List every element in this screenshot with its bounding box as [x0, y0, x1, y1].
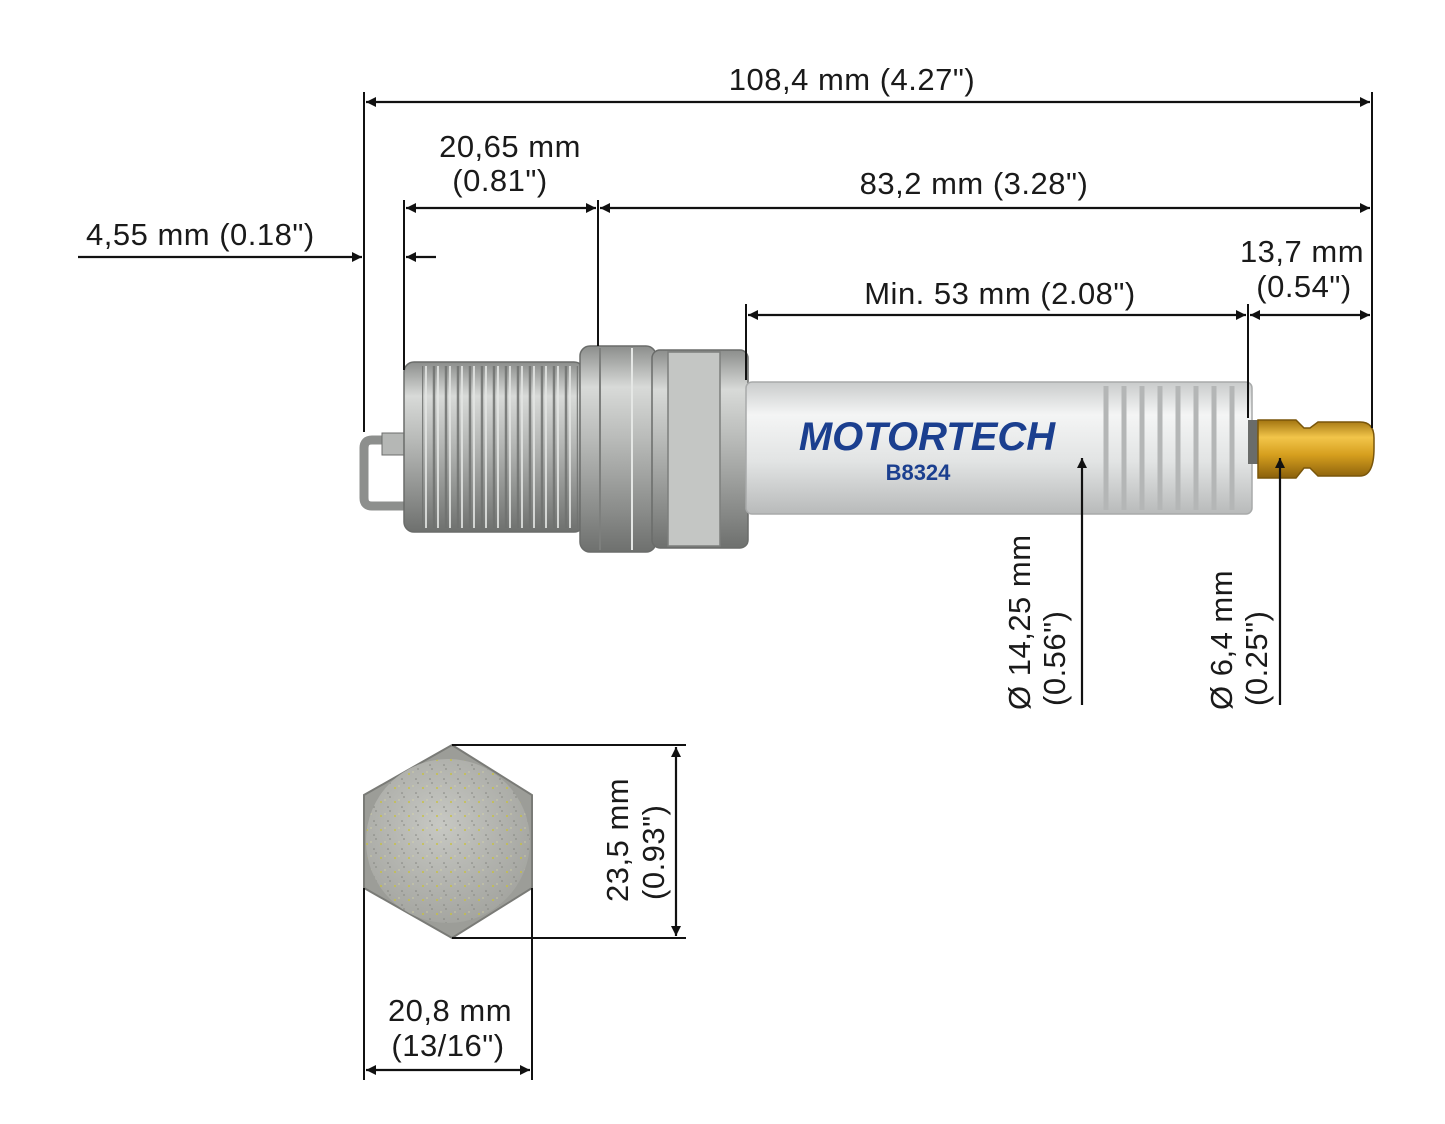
- label-thread-reach-metric: 20,65 mm: [439, 129, 581, 164]
- label-insulator-diameter-imperial: (0.56"): [1037, 611, 1072, 707]
- insulator-ribs: [1103, 386, 1235, 510]
- label-overall-length: 108,4 mm (4.27"): [729, 62, 975, 97]
- label-thread-reach-imperial: (0.81"): [452, 163, 548, 198]
- hex-end-view: 23,5 mm (0.93") 20,8 mm (13/16"): [363, 743, 686, 1080]
- ground-electrode: [359, 435, 409, 511]
- label-gap: 4,55 mm (0.18"): [86, 217, 315, 252]
- brass-terminal: [1257, 419, 1375, 479]
- model-number: B8324: [886, 460, 952, 485]
- label-hex-flats-metric: 20,8 mm: [388, 993, 512, 1028]
- brand-logo: MOTORTECH: [799, 415, 1056, 459]
- label-hex-flats-imperial: (13/16"): [391, 1028, 504, 1063]
- label-terminal-length-imperial: (0.54"): [1256, 269, 1352, 304]
- spark-plug-side-view: MOTORTECH B8324: [359, 345, 1375, 553]
- label-hex-corners-metric: 23,5 mm: [600, 778, 635, 902]
- extension-lines: [363, 92, 1373, 432]
- label-hex-corners-imperial: (0.93"): [636, 805, 671, 901]
- terminal-collar: [1248, 420, 1260, 464]
- dimension-lines: [78, 97, 1370, 705]
- label-terminal-length-metric: 13,7 mm: [1240, 234, 1364, 269]
- dimension-labels: 108,4 mm (4.27") 20,65 mm (0.81") 83,2 m…: [86, 62, 1364, 710]
- label-terminal-diameter-imperial: (0.25"): [1239, 611, 1274, 707]
- label-insulator-diameter-metric: Ø 14,25 mm: [1002, 534, 1037, 710]
- label-terminal-diameter-metric: Ø 6,4 mm: [1204, 570, 1239, 710]
- gasket-seat: [579, 345, 657, 553]
- label-seat-to-tip: 83,2 mm (3.28"): [860, 166, 1089, 201]
- label-insulator-min: Min. 53 mm (2.08"): [864, 276, 1136, 311]
